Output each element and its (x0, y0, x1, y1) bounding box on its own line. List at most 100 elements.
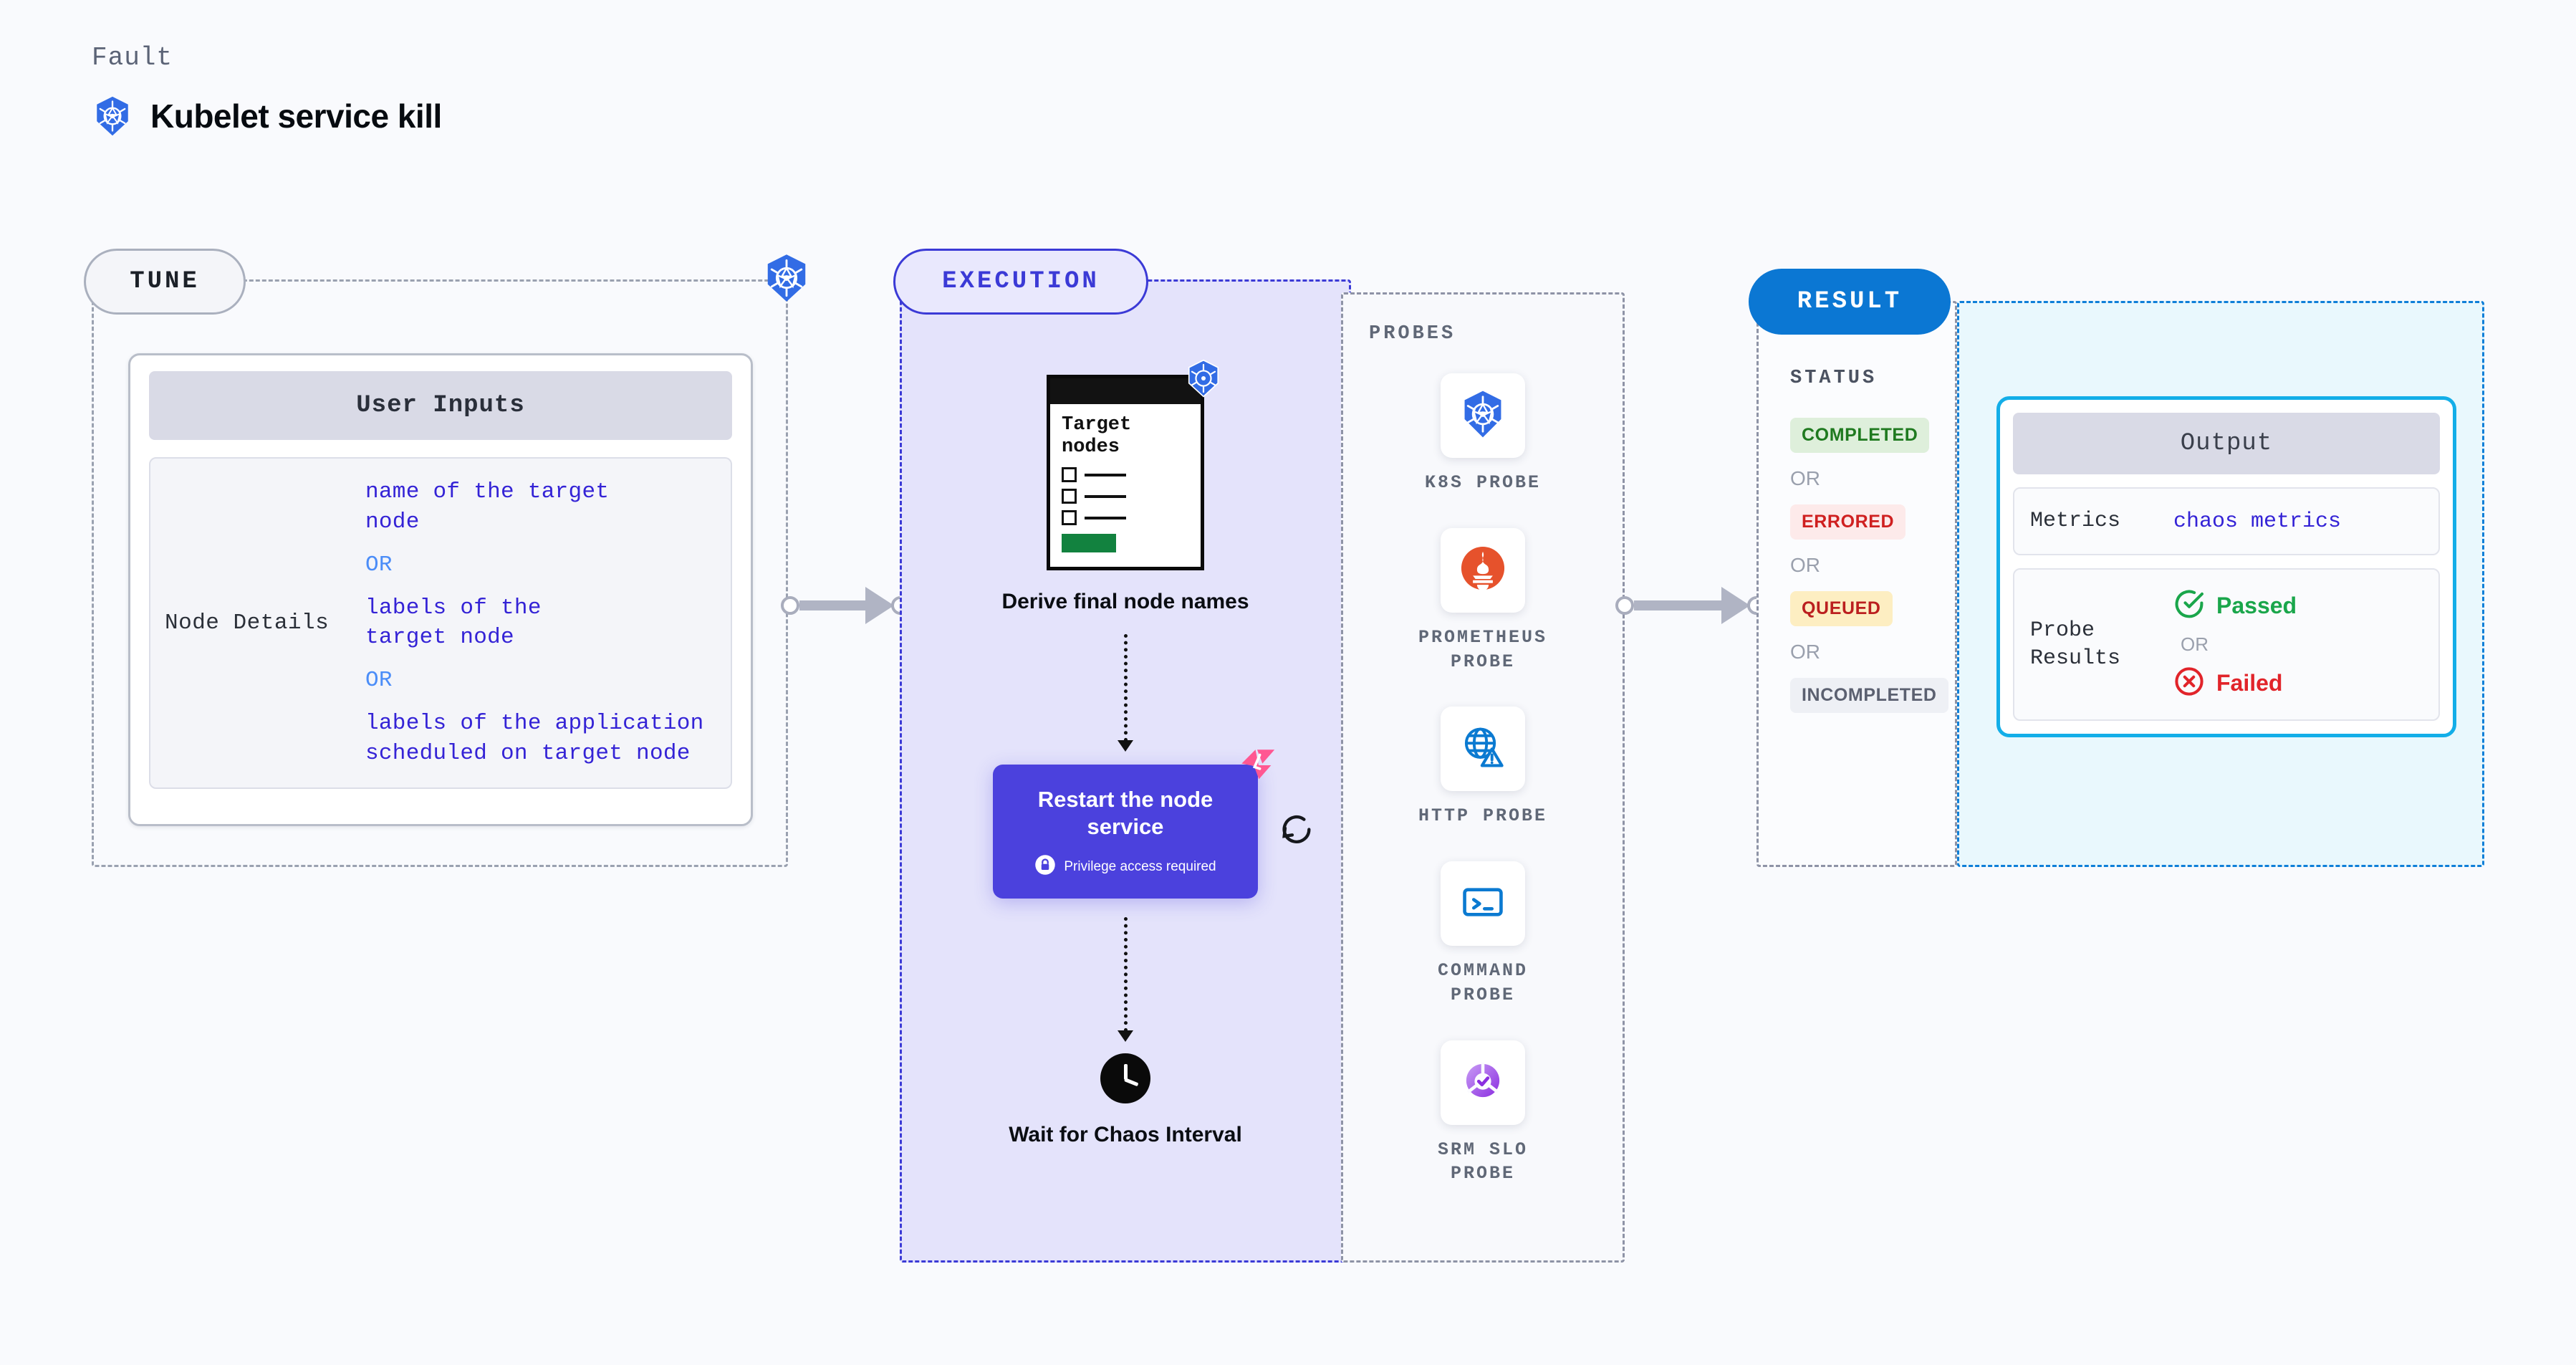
user-inputs-body: Node Details name of the target node OR … (149, 457, 732, 789)
connector-arrowhead (1721, 587, 1750, 624)
input-value-group: name of the target node OR labels of the… (365, 477, 731, 769)
connector-arrowhead (865, 587, 894, 624)
kubernetes-icon (761, 253, 812, 307)
probe-label: K8S PROBE (1424, 472, 1542, 493)
line-placeholder (1085, 516, 1126, 519)
document-checklist (1062, 467, 1189, 526)
privilege-note: Privilege access required (1009, 854, 1242, 880)
derive-node-names-node[interactable]: Target nodes (1047, 359, 1219, 571)
derive-node-names-label: Derive final node names (1001, 590, 1249, 614)
document-title-line2: nodes (1062, 436, 1120, 459)
probe-tile (1441, 527, 1525, 613)
checklist-item (1062, 489, 1189, 504)
probe-result-passed: Passed (2173, 588, 2297, 623)
passed-label: Passed (2216, 593, 2297, 618)
or-separator: OR (1790, 641, 1820, 663)
probe-label: COMMAND PROBE (1437, 960, 1529, 1005)
input-value-line: scheduled on target node (365, 740, 691, 766)
probes-list: K8S PROBE PROMETHEUS PROBE (1343, 373, 1623, 1186)
clock-icon[interactable] (1100, 1053, 1150, 1104)
probe-results-key: Probe Results (2030, 618, 2121, 671)
metrics-row: Metrics chaos metrics (2013, 487, 2440, 555)
tune-panel: TUNE User Inputs Node Details name of th… (84, 249, 806, 867)
harness-logo-icon (1236, 744, 1278, 790)
kubernetes-icon (92, 95, 133, 137)
action-title: Restart the node service (1037, 786, 1213, 840)
probe-tile (1441, 373, 1525, 458)
probe-prometheus[interactable]: PROMETHEUS PROBE (1400, 527, 1565, 674)
refresh-icon[interactable] (1278, 811, 1315, 852)
connector-tune-to-execution (781, 587, 910, 624)
input-value-line: node (365, 509, 420, 535)
metrics-key: Metrics (2030, 509, 2121, 533)
or-separator: OR (365, 668, 393, 694)
output-title: Output (2013, 413, 2440, 474)
input-value-line: labels of the (365, 595, 542, 621)
input-key: Node Details (165, 610, 330, 636)
input-row-node-details: Node Details name of the target node OR … (150, 459, 731, 787)
probe-http[interactable]: HTTP PROBE (1418, 707, 1547, 828)
checkbox-icon (1062, 467, 1077, 483)
page-header: Fault Kubelet service kill (92, 43, 442, 137)
connector-line (799, 600, 867, 610)
probe-tile (1441, 707, 1525, 792)
probe-label: HTTP PROBE (1418, 805, 1548, 827)
probe-results-values: Passed OR Failed (2173, 588, 2297, 701)
execution-panel: EXECUTION Target nodes (893, 249, 1351, 1263)
terminal-icon (1456, 876, 1509, 932)
probe-tile (1441, 1040, 1525, 1125)
connector-execution-to-result (1615, 587, 1766, 624)
or-separator: OR (2181, 633, 2209, 655)
x-circle-icon (2173, 666, 2205, 701)
status-list: COMPLETED OR ERRORED OR QUEUED OR INCOMP… (1790, 418, 1948, 713)
output-card: Output Metrics chaos metrics Probe Resul… (1996, 396, 2456, 737)
status-badge: INCOMPLETED (1790, 678, 1948, 713)
line-placeholder (1085, 473, 1126, 476)
line-placeholder (1085, 494, 1126, 498)
checklist-item (1062, 467, 1189, 483)
green-bar (1062, 534, 1116, 553)
input-value-line: labels of the application (365, 711, 704, 737)
probe-srm-slo[interactable]: SRM SLO PROBE (1400, 1040, 1565, 1187)
title-row: Kubelet service kill (92, 95, 442, 137)
result-badge: RESULT (1749, 269, 1951, 335)
checkbox-icon (1062, 510, 1077, 526)
probe-result-failed: Failed (2173, 666, 2297, 701)
privilege-text: Privilege access required (1064, 859, 1216, 875)
result-output-panel: Output Metrics chaos metrics Probe Resul… (1957, 301, 2484, 867)
lock-icon (1034, 854, 1056, 880)
probe-command[interactable]: COMMAND PROBE (1400, 861, 1565, 1007)
probe-label: PROMETHEUS PROBE (1418, 626, 1548, 672)
status-badge: QUEUED (1790, 591, 1893, 626)
status-label: STATUS (1790, 368, 1878, 389)
probe-k8s[interactable]: K8S PROBE (1425, 373, 1541, 495)
connector-start-dot (781, 596, 799, 615)
probe-results-row: Probe Results Passed OR (2013, 568, 2440, 721)
user-inputs-title: User Inputs (149, 371, 732, 440)
checklist-item (1062, 510, 1189, 526)
restart-node-service-card[interactable]: Restart the node service Privilege acces… (993, 749, 1275, 899)
prometheus-icon (1456, 542, 1509, 598)
failed-label: Failed (2216, 670, 2283, 696)
execution-flow: Target nodes (902, 359, 1349, 1149)
fault-eyebrow: Fault (92, 43, 173, 72)
or-separator: OR (365, 552, 393, 578)
probe-tile (1441, 861, 1525, 946)
status-badge: COMPLETED (1790, 418, 1930, 453)
check-circle-icon (2173, 588, 2205, 623)
slo-donut-check-icon (1456, 1054, 1509, 1111)
input-value-line: name of the target (365, 479, 610, 504)
restart-node-service-wrap: Restart the node service Privilege acces… (993, 749, 1311, 899)
probe-label: SRM SLO PROBE (1437, 1139, 1529, 1184)
probes-label: PROBES (1369, 323, 1456, 345)
kubernetes-icon (1456, 388, 1509, 444)
user-inputs-card: User Inputs Node Details name of the tar… (128, 353, 753, 826)
probes-panel: PROBES K8S PROBE (1341, 292, 1625, 1263)
metrics-value: chaos metrics (2173, 509, 2342, 534)
document-icon: Target nodes (1047, 375, 1204, 571)
kubernetes-icon (1184, 359, 1223, 401)
document-title-line1: Target (1062, 414, 1132, 436)
checkbox-icon (1062, 489, 1077, 504)
flow-arrow (1118, 917, 1133, 1043)
tune-badge: TUNE (84, 249, 246, 315)
